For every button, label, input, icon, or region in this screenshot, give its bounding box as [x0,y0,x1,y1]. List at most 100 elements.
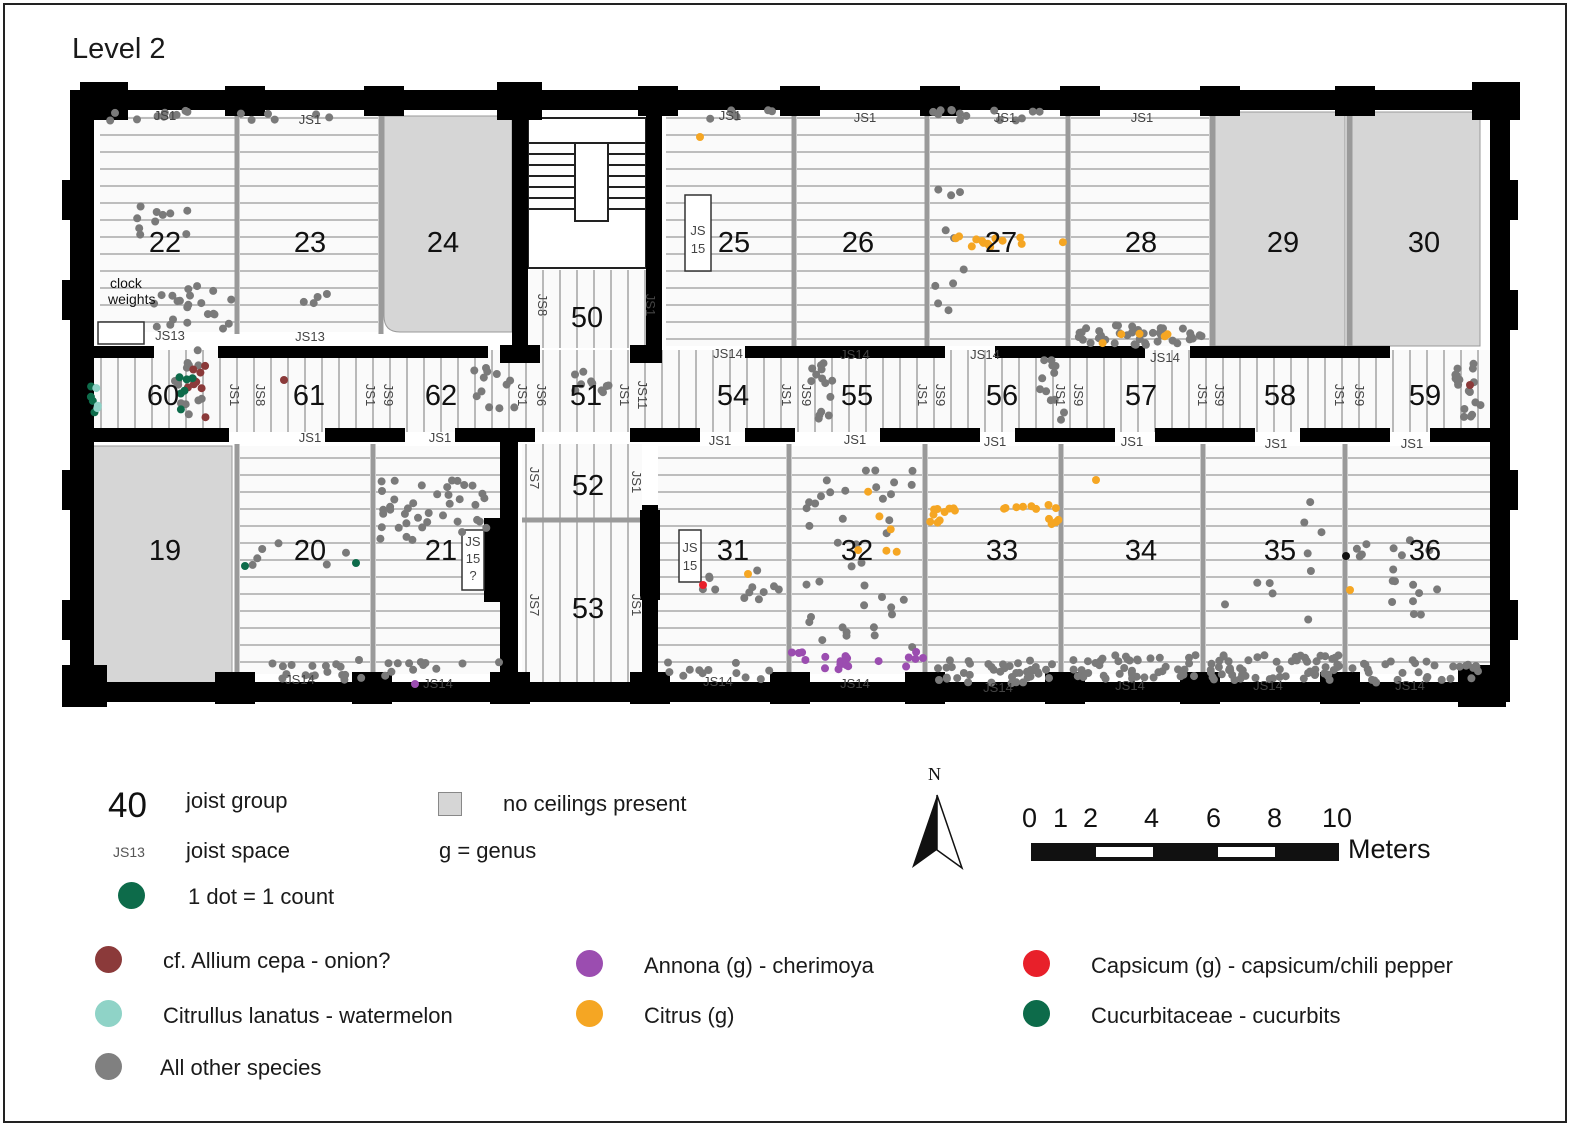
onion-dot [201,413,210,422]
scale-tick-6: 6 [1206,803,1222,833]
other-species-dot [1224,657,1233,666]
joist-space-labels-vertical: JS1 JS8 JS1 JS9 JS1 JS6 JS1 JS11 JS1 JS9… [227,294,1367,616]
other-species-dot [1174,665,1182,674]
legend-onion-dot [95,946,122,973]
cherimoya-dot [836,657,845,666]
other-species-dot [510,403,519,412]
other-species-dot [472,392,481,401]
other-species-dot [805,521,814,530]
other-species-dot [453,517,462,526]
legend-count-dot [118,882,145,909]
other-species-dot [955,109,964,118]
other-species-dot [248,560,257,569]
citrus-dot [1012,503,1021,512]
other-species-dot [194,396,203,405]
other-species-dot [1128,322,1137,331]
citrus-dot [1045,514,1053,523]
js-label: JS1 [994,110,1016,125]
other-species-dot [312,110,321,119]
room-55: 55 [841,380,873,412]
other-species-dot [135,224,144,233]
other-species-dot [1208,673,1217,682]
cherimoya-dot [841,652,850,661]
other-species-dot [157,291,166,300]
other-species-dot [870,631,879,640]
other-species-dot [1299,674,1308,683]
js-label: JS14 [285,672,315,687]
other-species-dot [1221,600,1229,609]
other-species-dot [1161,662,1170,671]
other-species-dot [423,518,432,527]
other-species-dot [480,494,489,503]
other-species-dot [390,495,399,504]
other-species-dot [857,558,866,567]
other-species-dot [1131,340,1140,349]
other-species-dot [817,407,826,416]
other-species-dot [1253,578,1262,587]
other-species-dot [1048,660,1056,669]
js-label: JS7 [527,594,542,616]
js-label: JS1 [154,108,176,123]
other-species-dot [1123,331,1132,340]
other-species-dot [1180,665,1189,674]
other-species-dot [811,499,820,508]
citrus-dot [864,487,873,496]
scale-tick-1: 1 [1053,803,1069,833]
other-species-dot [1397,551,1406,560]
legend-no-ceiling: no ceilings present [503,791,687,816]
other-species-dot [1437,675,1446,684]
room-22: 22 [149,227,181,259]
other-species-dot [409,499,418,508]
room-62: 62 [425,380,457,412]
room-20: 20 [294,535,326,567]
cherimoya-dot [787,648,796,657]
other-species-dot [1214,663,1223,672]
other-species-dot [1301,653,1309,662]
other-species-dot [1069,665,1078,674]
other-species-dot [1265,579,1274,588]
room-60: 60 [147,380,179,412]
legend-watermelon-dot [95,1000,122,1027]
cucurbit-dot [176,389,185,398]
other-species-dot [1111,651,1120,660]
other-species-dot [1187,332,1196,341]
room-19: 19 [149,535,181,567]
js-label: JS6 [534,384,549,406]
other-species-dot [394,523,403,532]
other-species-dot [802,580,811,589]
room-34-area [1064,446,1200,674]
other-species-dot [1154,668,1163,677]
room-52: 52 [572,470,604,502]
other-species-dot [209,286,218,295]
other-species-dot [309,299,318,308]
js-label: JS1 [643,294,658,316]
other-species-dot [1372,678,1381,687]
js-label: 15 [466,551,480,566]
other-species-dot [341,670,350,679]
legend-cucurbit: Cucurbitaceae - cucurbits [1091,1003,1341,1028]
scale-tick-2: 2 [1083,803,1099,833]
other-species-dot [887,490,895,499]
scale-bar [1031,843,1339,861]
room-24: 24 [427,227,459,259]
other-species-dot [342,548,350,557]
legend-joist-space: joist space [186,838,290,863]
other-species-dot [1275,672,1284,681]
citrus-dot [998,236,1007,245]
room-52-area [522,444,642,520]
room-32: 32 [841,535,873,567]
room-31: 31 [717,535,749,567]
other-species-dot [402,519,411,528]
other-species-dot [1433,585,1442,594]
other-species-dot [679,671,688,680]
citrus-dot [991,234,1000,243]
room-26: 26 [842,227,874,259]
clock-weights-annotation: clock weights [107,275,155,307]
js-label: JS1 [617,384,632,406]
other-species-dot [390,476,399,485]
other-species-dot [1342,552,1350,560]
other-species-dot [1460,405,1469,413]
other-species-dot [756,675,765,684]
cucurbit-dot [241,562,249,570]
onion-dot [280,376,288,384]
